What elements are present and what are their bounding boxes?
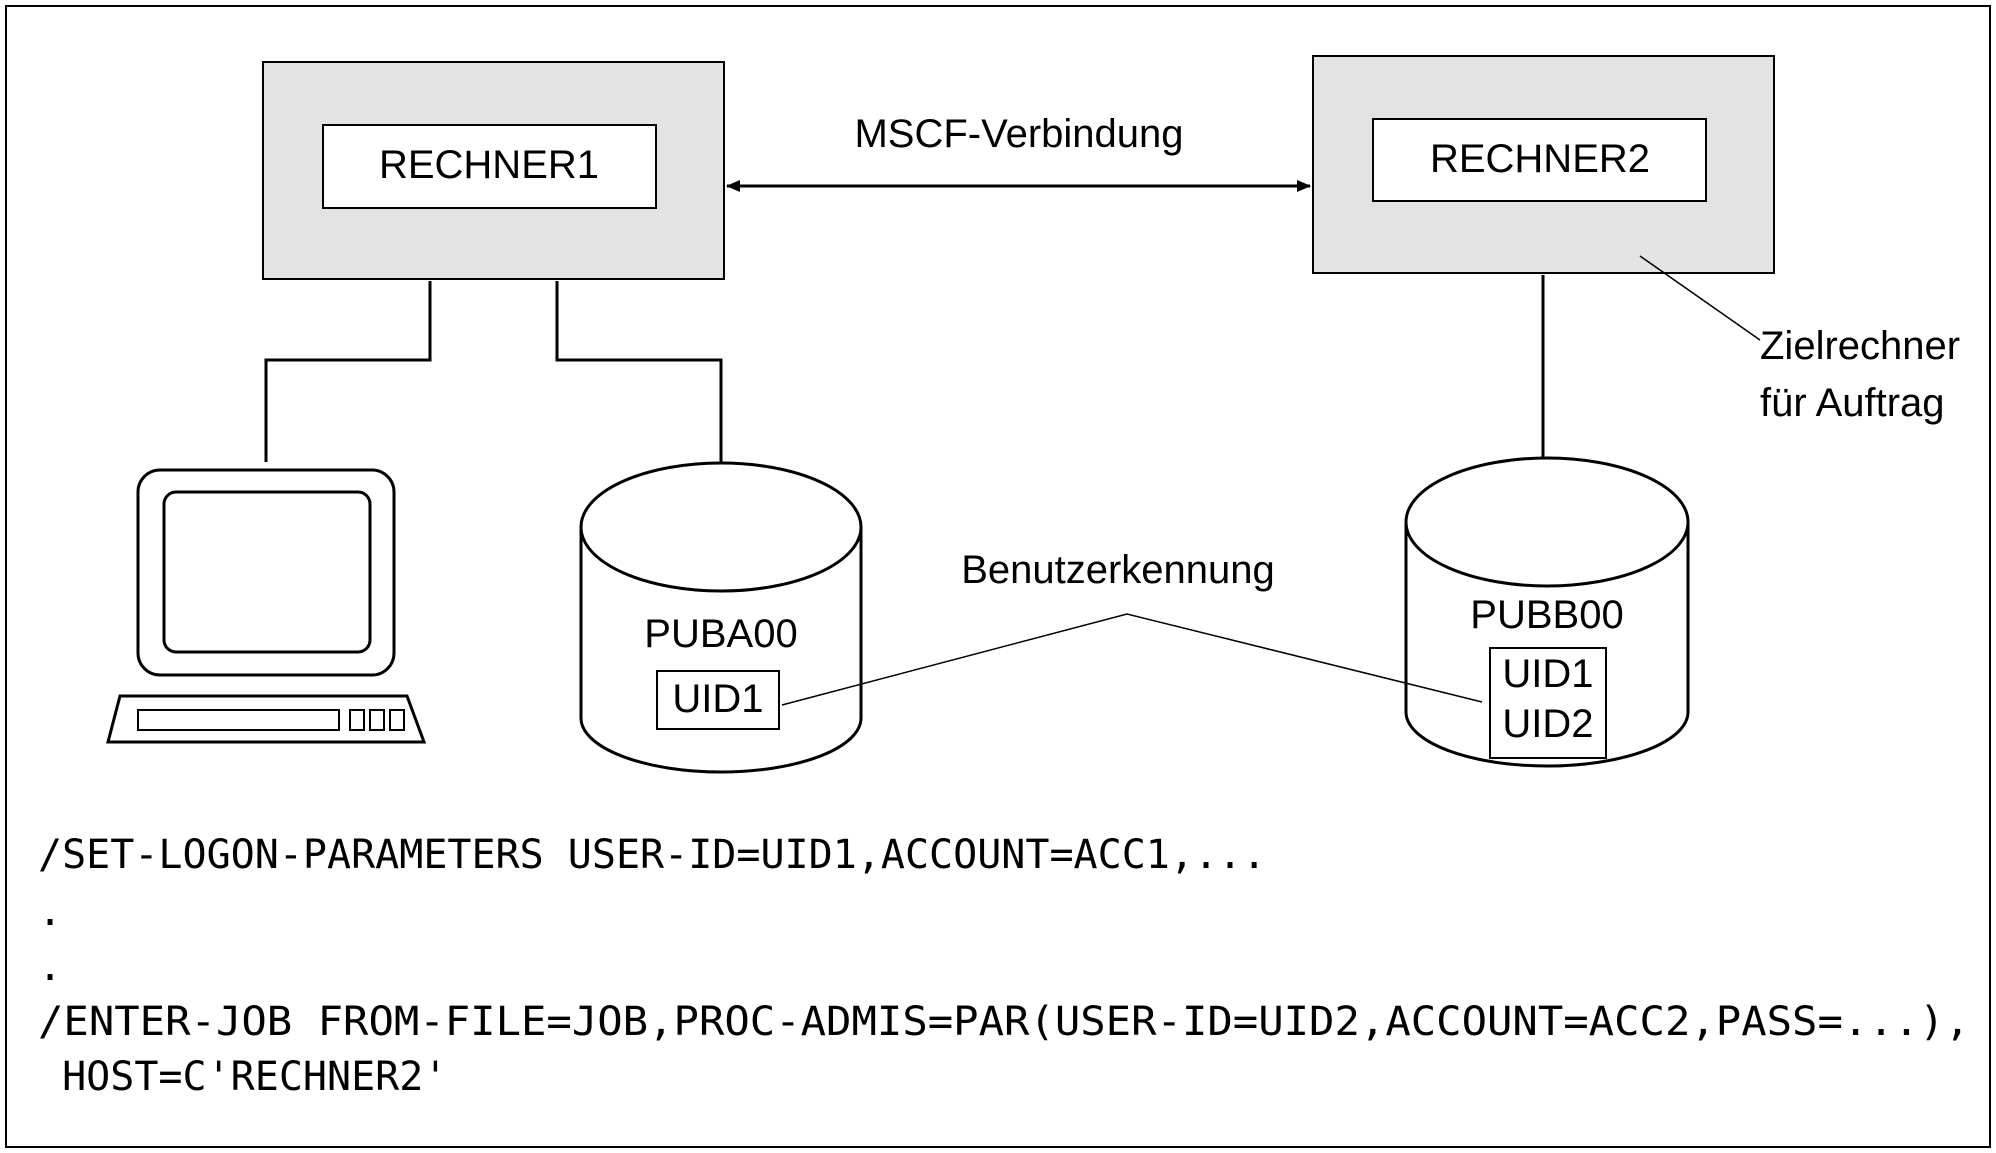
target-note-leader [1639,255,1761,341]
disk1-uid1: UID1 [672,677,763,721]
host-rechner2: RECHNER2 [1312,55,1775,274]
host1-label: RECHNER1 [379,143,599,187]
command-line-1: /SET-LOGON-PARAMETERS USER-ID=UID1,ACCOU… [38,832,1266,878]
target-note-line2: für Auftrag [1760,381,1945,425]
command-line-5: HOST=C'RECHNER2' [38,1054,447,1100]
host1-label-box [322,124,657,209]
command-line-4: /ENTER-JOB FROM-FILE=JOB,PROC-ADMIS=PAR(… [38,999,1970,1045]
disk-pubb00: PUBB00 UID1 UID2 [1404,456,1690,768]
mscf-connection-label: MSCF-Verbindung [854,112,1183,156]
disk1-uid-box [656,670,780,730]
disk-puba00: PUBA00 UID1 [579,461,863,774]
host2-label-box [1372,118,1707,202]
terminal-connector-line [264,281,432,462]
target-note-line1: Zielrechner [1760,324,1960,368]
disk2-uid2: UID2 [1502,702,1593,746]
host-rechner1: RECHNER1 [262,61,725,280]
figure-frame [5,5,1991,1148]
disk2-uid1: UID1 [1502,652,1593,696]
terminal-icon [106,468,427,744]
disk2-label: PUBB00 [1470,593,1623,637]
command-line-2: . [38,889,62,935]
user-id-note-label: Benutzerkennung [961,548,1275,592]
user-id-note-leader [781,613,1483,706]
disk2-uid-box [1489,647,1607,759]
disk1-label: PUBA00 [644,612,797,656]
disk1-connector-line [555,281,723,462]
command-listing: /SET-LOGON-PARAMETERS USER-ID=UID1,ACCOU… [38,832,1970,1100]
host2-label: RECHNER2 [1430,137,1650,181]
command-line-3: . [38,944,62,990]
